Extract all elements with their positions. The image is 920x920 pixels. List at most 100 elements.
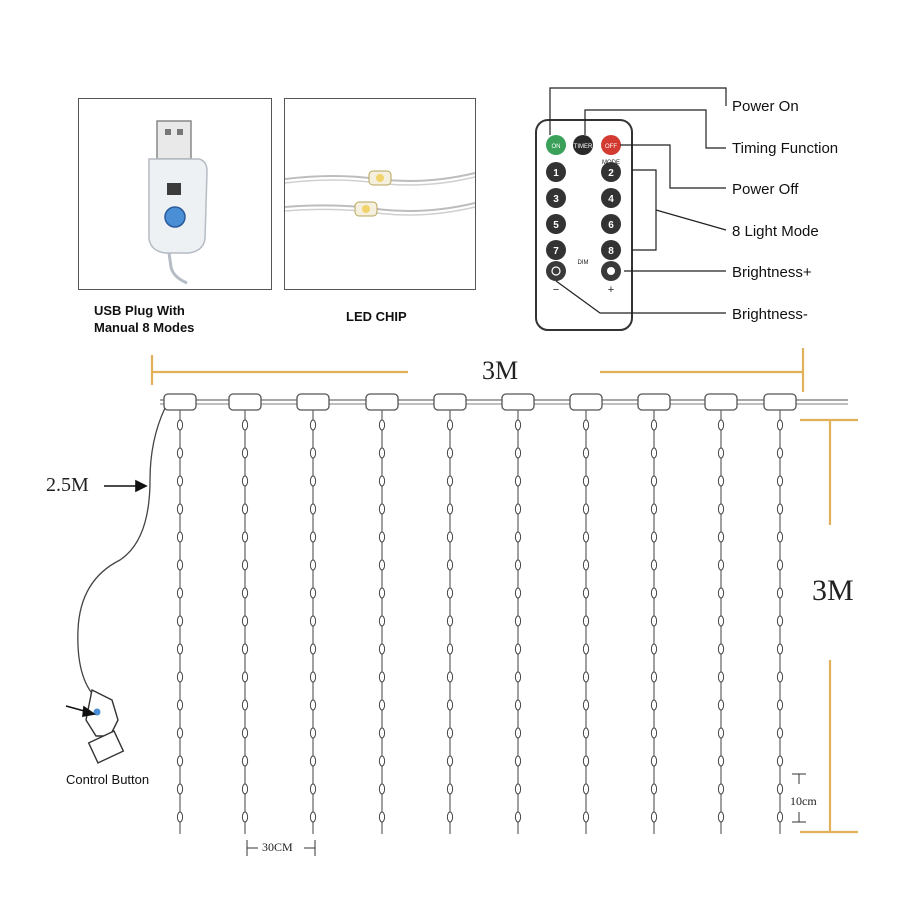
led-bulb — [241, 643, 249, 655]
led-bulb — [650, 419, 658, 431]
led-bulb — [650, 587, 658, 599]
led-bulb — [650, 503, 658, 515]
strand-connector — [365, 393, 399, 411]
callout-timing-function: Timing Function — [732, 140, 839, 157]
led-bulb — [446, 531, 454, 543]
led-bulb — [582, 671, 590, 683]
on-button — [546, 135, 566, 155]
led-bulb — [378, 783, 386, 795]
led-bulb — [378, 503, 386, 515]
width-dimension — [150, 348, 805, 392]
usb-cable — [77, 407, 166, 764]
led-bulb — [776, 531, 784, 543]
led-bulb — [378, 587, 386, 599]
led-bulb — [241, 503, 249, 515]
led-bulb — [176, 783, 184, 795]
led-bulb — [309, 755, 317, 767]
led-bulb — [309, 531, 317, 543]
height-label: 3M — [812, 574, 854, 607]
number-button-4 — [601, 188, 621, 208]
led-bulb — [717, 671, 725, 683]
sun-bright-icon — [607, 267, 615, 275]
led-bulb — [176, 727, 184, 739]
strand-connector — [704, 393, 738, 411]
callout-power-on: Power On — [732, 98, 799, 115]
number-button-label-5: 5 — [553, 220, 559, 231]
brightness-down-button — [546, 261, 566, 281]
led-bulb — [582, 419, 590, 431]
number-button-label-1: 1 — [553, 168, 559, 179]
light-strands — [163, 393, 797, 834]
led-bulb — [582, 699, 590, 711]
led-bulb — [717, 531, 725, 543]
led-bulb — [650, 755, 658, 767]
led-bulb — [776, 559, 784, 571]
led-bulb — [717, 783, 725, 795]
led-bulb — [241, 811, 249, 823]
led-bulb — [446, 783, 454, 795]
led-bulb — [514, 503, 522, 515]
led-bulb — [776, 811, 784, 823]
led-bulb — [176, 755, 184, 767]
led-bulb — [309, 671, 317, 683]
number-button-label-8: 8 — [608, 246, 614, 257]
led-bulb — [776, 503, 784, 515]
led-bulb — [582, 755, 590, 767]
spacing-label: 30CM — [262, 840, 293, 854]
led-bulb — [717, 447, 725, 459]
led-bulb — [176, 699, 184, 711]
led-bulb — [241, 755, 249, 767]
led-bulb — [514, 755, 522, 767]
led-bulb — [309, 447, 317, 459]
dim-label: DIM — [578, 260, 589, 266]
usb-plug-image — [148, 120, 208, 285]
led-bulb — [514, 447, 522, 459]
led-bulb — [514, 587, 522, 599]
plus-label: + — [608, 284, 614, 296]
led-bulb — [378, 755, 386, 767]
sun-dim-icon — [551, 266, 561, 276]
led-bulb — [717, 699, 725, 711]
led-bulb — [582, 447, 590, 459]
led-bulb — [309, 419, 317, 431]
led-bulb — [650, 671, 658, 683]
callout-lines — [549, 87, 727, 314]
led-bulb — [446, 699, 454, 711]
led-bulb — [241, 699, 249, 711]
led-bulb — [446, 671, 454, 683]
led-bulb — [241, 447, 249, 459]
control-button-dot — [93, 708, 101, 716]
led-bulb — [717, 811, 725, 823]
led-bulb — [309, 503, 317, 515]
led-bulb — [717, 615, 725, 627]
number-button-7 — [546, 240, 566, 260]
led-bulb — [776, 727, 784, 739]
led-bulb — [241, 587, 249, 599]
led-bulb — [776, 419, 784, 431]
led-bulb — [446, 559, 454, 571]
led-bulb — [776, 671, 784, 683]
number-button-label-7: 7 — [553, 246, 559, 257]
callout-brightness-down: Brightness- — [732, 306, 808, 323]
callout-power-off: Power Off — [732, 181, 799, 198]
led-bulb — [309, 783, 317, 795]
led-bulb — [309, 699, 317, 711]
off-button-label: OFF — [605, 144, 617, 150]
number-button-3 — [546, 188, 566, 208]
led-bulb — [176, 531, 184, 543]
number-button-8 — [601, 240, 621, 260]
led-bulb — [309, 587, 317, 599]
led-bulb — [446, 503, 454, 515]
led-bulb — [776, 447, 784, 459]
led-bulb — [446, 615, 454, 627]
led-bulb — [446, 755, 454, 767]
led-bulb — [241, 615, 249, 627]
led-bulb — [776, 475, 784, 487]
led-bulb — [446, 643, 454, 655]
number-button-1 — [546, 162, 566, 182]
led-bulb — [776, 783, 784, 795]
